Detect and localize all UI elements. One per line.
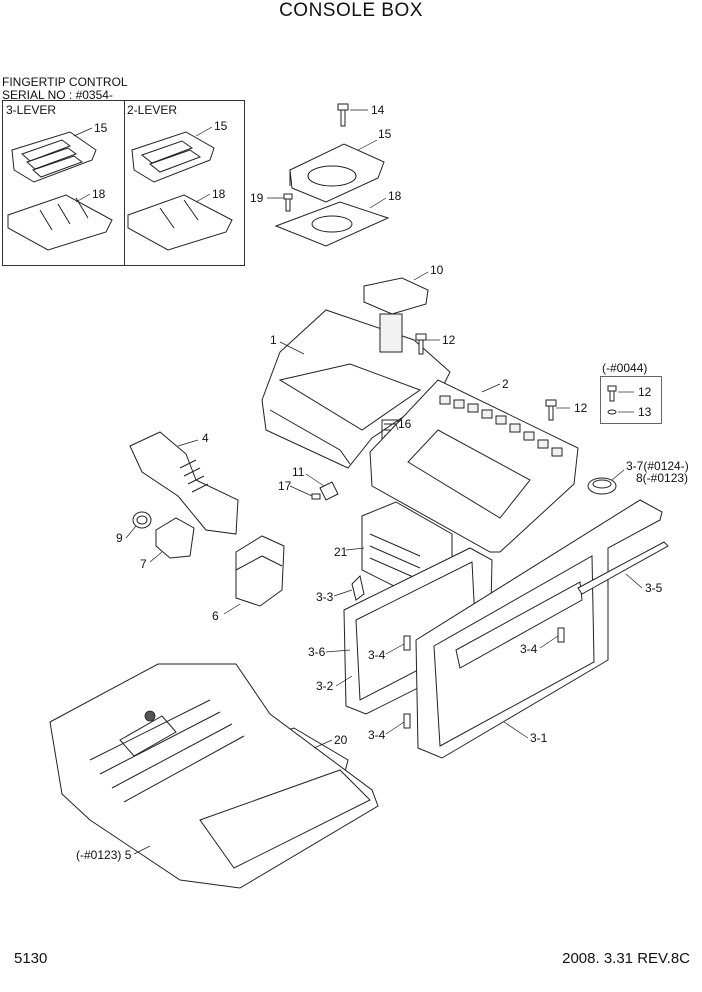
callout-3-1: 3-1 [530, 731, 548, 745]
callout-12-a: 12 [442, 333, 456, 347]
page-number: 5130 [14, 950, 48, 967]
inset-callout-15-a: 15 [94, 121, 108, 135]
cover-15 [289, 143, 385, 203]
callout-7: 7 [140, 557, 147, 571]
callout-12-b: 12 [574, 401, 588, 415]
callout-19: 19 [250, 191, 264, 205]
callout-12-c: 12 [638, 385, 652, 399]
callout-2: 2 [502, 377, 509, 391]
plate-18 [274, 201, 390, 247]
revision-date: 2008. 3.31 REV.8C [562, 950, 690, 967]
callout-18: 18 [388, 189, 402, 203]
clip-3-3 [351, 575, 365, 601]
callout-15: 15 [378, 127, 392, 141]
cover-6 [235, 535, 285, 607]
callout-9: 9 [116, 531, 123, 545]
knob-10 [363, 277, 429, 353]
screw-19 [283, 193, 293, 212]
callout-3-5: 3-5 [645, 581, 663, 595]
knob-11 [311, 481, 339, 501]
panel-housing-2 [369, 379, 579, 553]
clamp-9 [132, 511, 152, 529]
frame-3-1 [415, 499, 663, 759]
callout-6: 6 [212, 609, 219, 623]
callout-3-2: 3-2 [316, 679, 334, 693]
grommet-3-4a [403, 635, 411, 651]
fingertip-control-inset: 3-LEVER 2-LEVER [2, 100, 245, 266]
callout-3-4-b: 3-4 [520, 642, 538, 656]
callout-5: (-#0123) 5 [76, 848, 132, 862]
callout-20: 20 [334, 733, 348, 747]
serial-note-box [600, 376, 662, 424]
bolt-12a [415, 333, 427, 355]
bolt-12b [545, 399, 557, 421]
grommet-3-4c [403, 713, 411, 729]
strip-3-5 [577, 541, 669, 595]
inset-divider [124, 101, 125, 265]
callout-10: 10 [430, 263, 444, 277]
callout-11: 11 [292, 465, 305, 479]
floor-plate-5 [49, 663, 379, 889]
inset-heading-line2: SERIAL NO : #0354- [2, 88, 113, 102]
page-title: CONSOLE BOX [279, 0, 423, 21]
callout-3-7: 3-7(#0124-) [626, 459, 689, 473]
grommet-3-4b [557, 627, 565, 643]
inset-heading: FINGERTIP CONTROL SERIAL NO : #0354- [2, 76, 128, 102]
inset-2lever-cover [131, 131, 215, 183]
callout-labels: 14 15 19 18 10 1 12 2 12 (-#0044) 12 13 … [76, 103, 689, 862]
washer-13 [607, 409, 617, 415]
callout-8: 8(-#0123) [636, 471, 688, 485]
callout-3-6: 3-6 [308, 645, 326, 659]
inset-3lever-cover [11, 131, 97, 183]
callout-17: 17 [278, 479, 292, 493]
bolt-12c [607, 385, 617, 402]
callout-4: 4 [202, 431, 209, 445]
cup-holder-3-7 [587, 477, 617, 495]
callout-3-4-c: 3-4 [368, 728, 386, 742]
inset-heading-line1: FINGERTIP CONTROL [2, 75, 128, 89]
leader-lines [125, 109, 643, 855]
inset-2lever-plate [127, 194, 233, 251]
callout-13: 13 [638, 405, 652, 419]
inset-leaders [73, 126, 213, 203]
inset-callout-15-b: 15 [214, 119, 228, 133]
inset-callout-18-b: 18 [212, 187, 226, 201]
callout-1: 1 [270, 333, 277, 347]
callout-16: 16 [398, 417, 412, 431]
three-lever-label: 3-LEVER [6, 103, 57, 117]
callout-3-4-a: 3-4 [368, 648, 386, 662]
duct-4 [129, 431, 239, 535]
callout-14: 14 [371, 103, 385, 117]
two-lever-label: 2-LEVER [127, 103, 178, 117]
note-box-label: (-#0044) [602, 361, 647, 375]
console-top-1 [261, 309, 451, 469]
callout-21: 21 [334, 545, 348, 559]
nozzle-7 [155, 517, 195, 559]
inset-3lever-plate [7, 194, 113, 251]
bolt-14 [337, 103, 349, 127]
callout-3-3: 3-3 [316, 590, 334, 604]
inset-callout-18-a: 18 [92, 187, 106, 201]
